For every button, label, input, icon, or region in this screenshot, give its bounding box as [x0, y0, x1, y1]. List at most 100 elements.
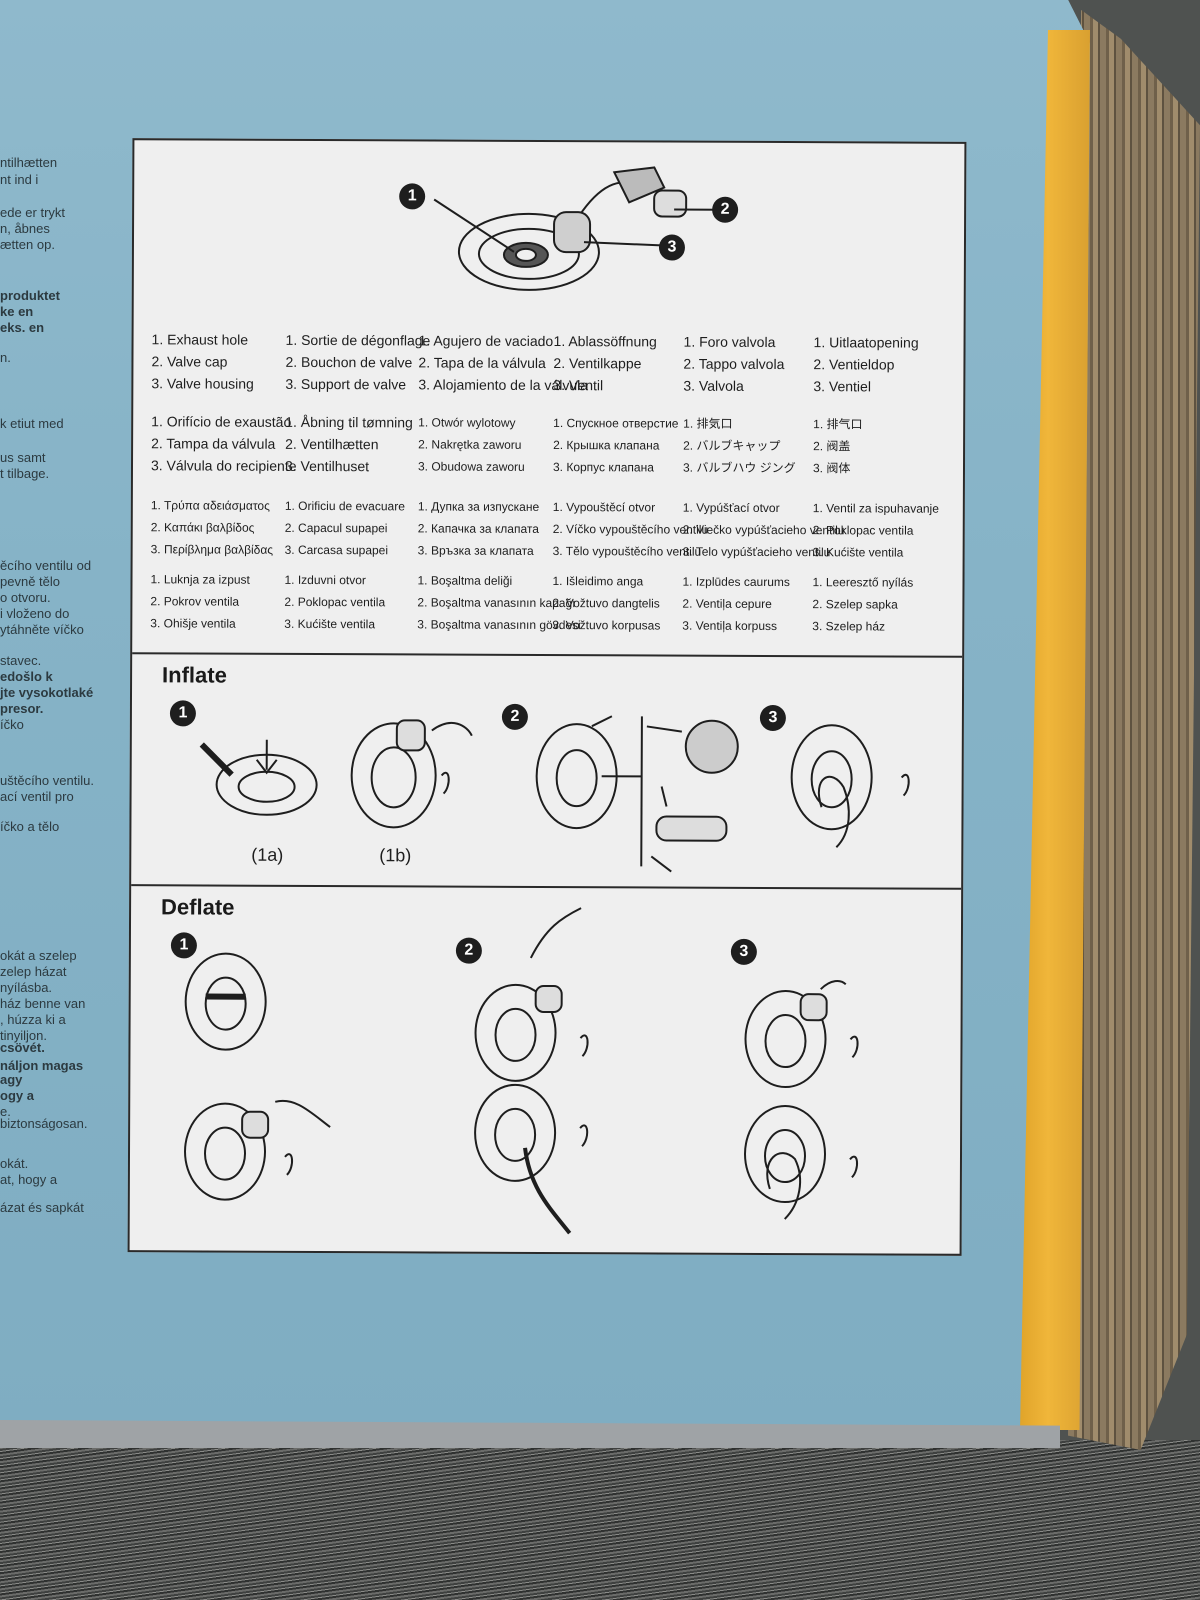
left-text-fragment: k etiut med: [0, 416, 64, 431]
legend-item: 3. Ventilhuset: [284, 457, 370, 475]
left-text-fragment: ogy a: [0, 1088, 34, 1103]
legend-item: 3. Vožtuvo korpusas: [552, 618, 661, 633]
left-text-fragment: ede er trykt: [0, 205, 66, 220]
legend-item: 3. Obudowa zaworu: [417, 459, 525, 474]
left-text-fragment: stavec.: [0, 653, 42, 668]
legend-item: 1. Sortie de dégonflage: [285, 331, 431, 349]
legend-item: 3. Връзка за клапата: [417, 543, 534, 558]
left-text-fragment: ház benne van: [0, 996, 86, 1011]
legend-item: 2. Poklopac ventila: [284, 594, 386, 610]
inflate-illustrations: [199, 715, 910, 873]
legend-item: 1. Дупка за изпускане: [417, 499, 540, 514]
legend-item: 3. Ventiļa korpuss: [682, 618, 778, 634]
inflate-section: Inflate 1 2 3: [131, 652, 963, 888]
left-text-fragment: ázat és sapkát: [0, 1200, 84, 1215]
legend-item: 3. Ohišje ventila: [150, 616, 236, 631]
legend-item: 3. Περίβλημα βαλβίδας: [150, 542, 274, 557]
left-text-fragment: presor.: [0, 701, 44, 716]
legend-item: 3. Szelep ház: [812, 619, 886, 634]
legend-item: 1. Luknja za izpust: [150, 572, 250, 587]
left-text-fragment: jte vysokotlaké: [0, 685, 94, 700]
legend-language-block: 1. 排気口 2. バルブキャップ 3. バルブハウ ジング: [683, 413, 796, 479]
legend-item: 3. Корпус клапана: [552, 460, 654, 475]
legend-language-block: 1. 排气口 2. 阀盖 3. 阀体: [813, 413, 863, 479]
legend-language-block: 1. Orifício de exaustão 2. Tampa da válvu…: [151, 410, 297, 477]
legend-language-block: 1. Exhaust hole 2. Valve cap 3. Valve hous…: [151, 328, 254, 394]
legend-item: 2. 阀盖: [813, 439, 851, 454]
legend-item: 1. 排気口: [683, 416, 733, 431]
left-text-fragment: tinyiljon.: [0, 1028, 47, 1043]
caption-1b: (1b): [379, 845, 412, 866]
legend-item: 3. Support de valve: [285, 375, 407, 393]
legend-item: 1. Orifício de exaustão: [151, 413, 292, 430]
legend-item: 3. バルブハウ ジング: [682, 460, 796, 476]
callout-1: 1: [399, 183, 426, 210]
left-text-fragment: biztonságosan.: [0, 1116, 88, 1131]
deflate-section: Deflate 1 2 3: [129, 884, 962, 1254]
legend-item: 1. 排气口: [813, 417, 863, 432]
legend-item: 1. Orificiu de evacuare: [284, 498, 405, 514]
left-text-fragment: íčko a tělo: [0, 819, 60, 834]
left-text-fragment: us samt: [0, 450, 46, 465]
left-text-fragment: íčko: [0, 717, 24, 732]
legend-item: 2. Szelep sapka: [812, 597, 898, 612]
legend-item: 1. Ventil za ispuhavanje: [812, 501, 939, 516]
legend-language-block: 1. Ventil za ispuhavanje 2. Poklopac vent…: [813, 497, 939, 564]
left-text-fragment: t tilbage.: [0, 466, 50, 481]
legend-item: 1. Uitlaatopening: [813, 334, 919, 351]
left-text-fragment: csövét.: [0, 1040, 45, 1055]
left-text-fragment: produktet: [0, 288, 60, 303]
legend-item: 3. 阀体: [812, 461, 851, 476]
legend-language-block: 1. Luknja za izpust 2. Pokrov ventila 3. O…: [150, 568, 250, 634]
legend-item: 2. Tappo valvola: [683, 355, 785, 373]
left-text-fragment: ací ventil pro: [0, 789, 74, 804]
legend-item: 3. Valvola: [683, 377, 744, 394]
legend-item: 2. Tampa da válvula: [151, 435, 276, 452]
legend-item: 2. Bouchon de valve: [285, 353, 413, 371]
left-text-fragment: n.: [0, 350, 11, 365]
legend-item: 2. Капачка за клапата: [417, 521, 539, 536]
legend-item: 3. Válvula do recipiente: [150, 457, 297, 474]
cardboard-box-side: [1068, 10, 1200, 1450]
legend-item: 3. Ventiel: [813, 378, 872, 395]
legend-item: 2. Ventilkappe: [553, 355, 642, 372]
legend-item: 1. Leeresztő nyílás: [812, 575, 914, 590]
left-text-fragment: at, hogy a: [0, 1172, 58, 1187]
legend-item: 2. バルブキャップ: [683, 438, 781, 454]
legend-language-block: 1. Дупка за изпускане 2. Капачка за клапа…: [418, 495, 540, 562]
legend-item: 2. Valve cap: [151, 353, 228, 370]
left-text-fragment: okát a szelep: [0, 948, 77, 963]
legend-item: 1. Izduvni otvor: [284, 572, 366, 588]
valve-parts-diagram: [433, 166, 720, 291]
left-text-fragment: nt ind i: [0, 172, 39, 187]
legend-item: 1. Exhaust hole: [151, 331, 249, 348]
legend-item: 3. Valve housing: [151, 375, 254, 392]
carpet-background: [0, 1440, 1200, 1600]
left-text-fragment: o otvoru.: [0, 590, 51, 605]
legend-language-block: 1. Sortie de dégonflage 2. Bouchon de val…: [285, 329, 430, 396]
left-text-fragment: ætten op.: [0, 237, 55, 252]
legend-item: 3. Kućište ventila: [284, 616, 376, 632]
legend-item: 2. Poklopac ventila: [812, 523, 914, 538]
legend-item: 3. Carcasa supapei: [284, 542, 389, 558]
left-text-fragment: zelep házat: [0, 964, 67, 979]
legend-item: 3. Kućište ventila: [812, 545, 904, 560]
left-text-fragment: , húzza ki a: [0, 1012, 66, 1027]
legend-item: 1. Foro valvola: [683, 333, 776, 350]
legend-item: 2. Pokrov ventila: [150, 594, 240, 609]
left-text-fragment: uštěcího ventilu.: [0, 773, 94, 788]
left-text-fragment: ntilhætten: [0, 155, 58, 170]
legend-language-block: 1. Leeresztő nyílás 2. Szelep sapka 3. Sze…: [812, 571, 913, 637]
legend-item: 3. Ventil: [553, 377, 604, 394]
legend-language-block: 1. Foro valvola 2. Tappo valvola 3. Valvol…: [683, 331, 784, 397]
